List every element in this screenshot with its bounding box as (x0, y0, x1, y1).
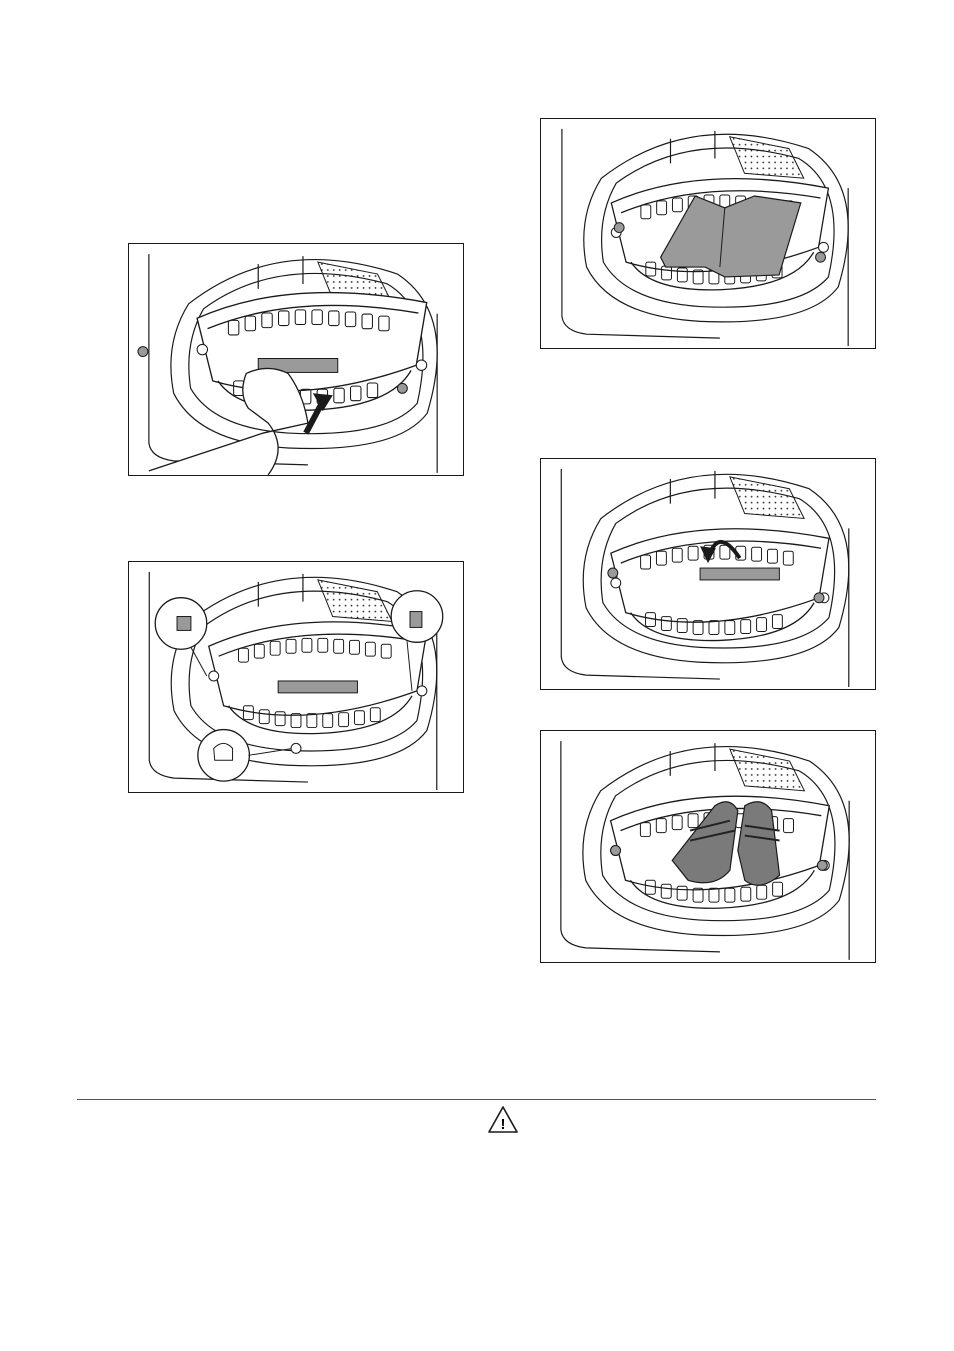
figure-rack-mount-detail (128, 561, 464, 793)
shoes-on-rack-icon (541, 731, 875, 962)
rack-rotate-arrow-icon (541, 459, 875, 689)
figure-shoes-on-rack (540, 730, 876, 963)
warning-symbol: ! (501, 1116, 506, 1133)
hand-pushing-rack-icon (129, 244, 463, 475)
sweater-on-rack-icon (541, 119, 875, 348)
section-divider (77, 1099, 876, 1100)
figure-rack-rotate (540, 458, 876, 690)
warning-triangle-icon: ! (486, 1104, 520, 1136)
rack-mount-detail-icon (129, 562, 463, 792)
figure-sweater-on-rack (540, 118, 876, 349)
figure-hand-pushing-rack (128, 243, 464, 476)
